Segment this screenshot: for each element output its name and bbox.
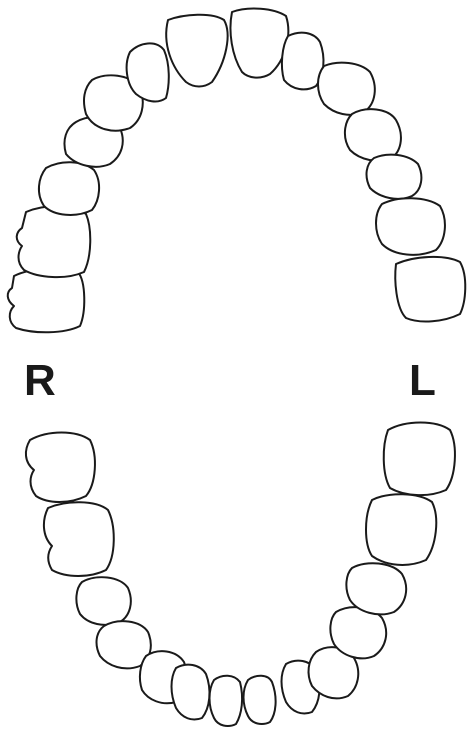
- lower-left-second-premolar[interactable]: [346, 563, 406, 614]
- upper-right-first-molar[interactable]: [39, 162, 99, 215]
- lower-left-first-molar[interactable]: [366, 494, 436, 565]
- upper-right-central-incisor[interactable]: [230, 9, 288, 78]
- upper-left-second-premolar[interactable]: [376, 198, 445, 255]
- upper-right-second-molar[interactable]: [17, 206, 91, 277]
- lower-right-second-molar[interactable]: [44, 502, 114, 576]
- lower-left-central-incisor[interactable]: [244, 676, 276, 724]
- upper-left-first-molar[interactable]: [395, 257, 465, 322]
- lower-right-second-premolar[interactable]: [76, 577, 130, 625]
- upper-right-third-molar[interactable]: [8, 269, 85, 333]
- upper-left-first-premolar[interactable]: [367, 155, 422, 199]
- upper-right-lateral-incisor[interactable]: [166, 15, 227, 87]
- lower-arch: [26, 423, 455, 727]
- upper-left-canine[interactable]: [345, 109, 401, 161]
- left-side-label: L: [409, 356, 436, 406]
- upper-arch: [8, 9, 466, 333]
- lower-left-second-molar[interactable]: [384, 423, 455, 496]
- lower-right-lateral-incisor[interactable]: [172, 665, 210, 720]
- upper-left-lateral-incisor[interactable]: [318, 63, 375, 115]
- right-side-label: R: [24, 356, 56, 406]
- lower-right-first-molar[interactable]: [26, 433, 95, 503]
- lower-right-central-incisor[interactable]: [210, 676, 243, 726]
